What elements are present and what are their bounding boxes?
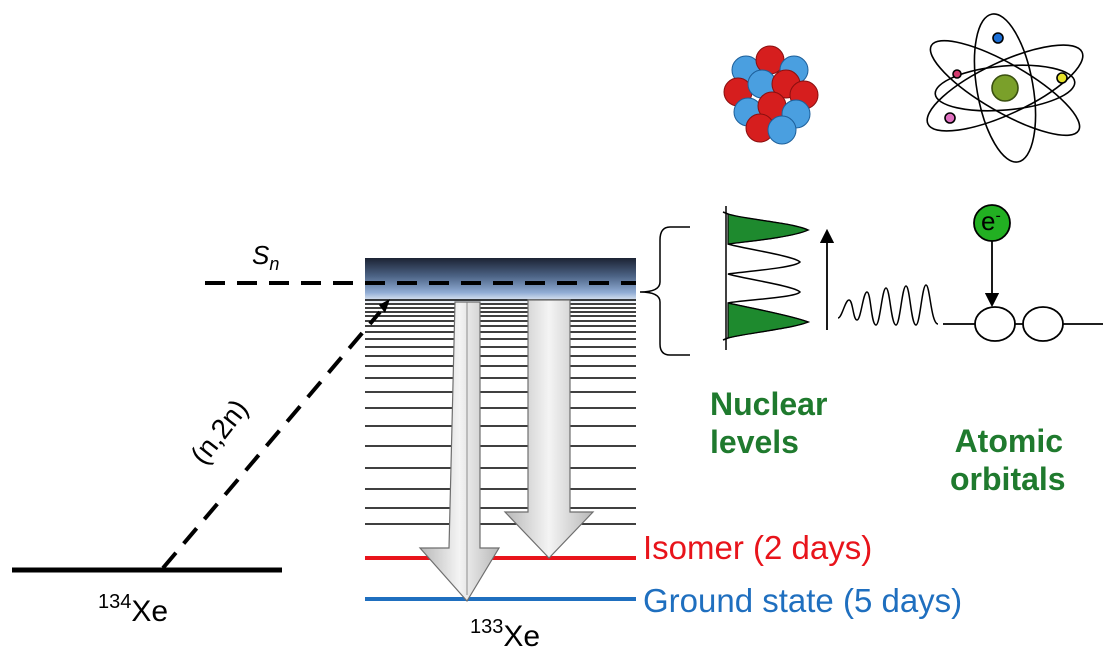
- bracket: [639, 226, 690, 356]
- xe134-label: 134Xe: [98, 592, 169, 628]
- reaction-path: [161, 310, 382, 570]
- reaction-arrowhead: [379, 299, 390, 313]
- atomic-line2: orbitals: [950, 461, 1066, 498]
- atomic-line1: Atomic: [954, 423, 1064, 459]
- nuclear-levels-lineshape: [722, 206, 811, 350]
- xe133-label: 133Xe: [470, 617, 541, 653]
- xe134-element: Xe: [131, 595, 169, 628]
- isomer-label: Isomer (2 days): [643, 529, 873, 566]
- nuclear-levels-label: Nuclear levels: [710, 385, 827, 462]
- atom-icon: [926, 13, 1084, 163]
- ground-label: Ground state (5 days): [643, 582, 963, 619]
- orbital-right: [1022, 306, 1064, 342]
- nuclear-line1: Nuclear: [710, 386, 828, 422]
- sn-subscript: n: [269, 254, 280, 275]
- electron-charge: -: [995, 207, 1001, 225]
- atomic-orbitals-label: Atomic orbitals: [950, 422, 1066, 499]
- electron-label: e-: [981, 208, 1001, 234]
- decay-arrow-ground: [418, 301, 501, 603]
- nucleus-icon: [723, 45, 819, 145]
- xe133-element: Xe: [503, 620, 541, 653]
- photon-wave: [837, 284, 939, 326]
- xe134-mass: 134: [98, 591, 132, 613]
- sn-label: Sn: [252, 242, 279, 273]
- orbital-left: [974, 306, 1016, 342]
- nuclear-line2: levels: [710, 424, 799, 461]
- dense-levels: [365, 299, 636, 525]
- sn-main: S: [252, 240, 270, 270]
- xe133-mass: 133: [470, 616, 504, 638]
- electron-circle: [973, 204, 1011, 242]
- electron-symbol: e: [981, 206, 996, 236]
- decay-arrow-isomer: [503, 299, 595, 559]
